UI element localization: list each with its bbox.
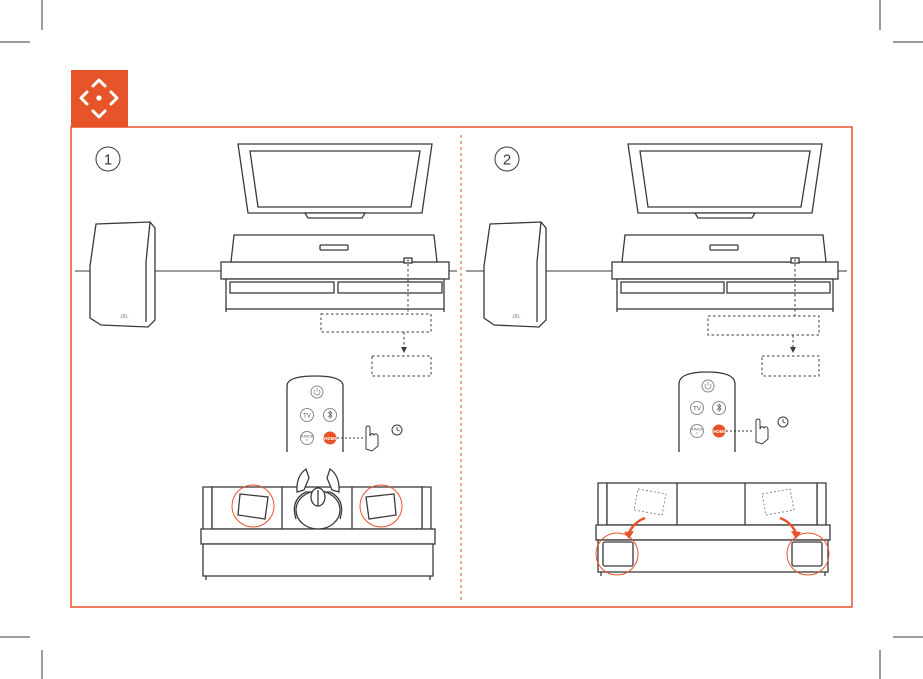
- svg-text:·ᴰ·: ·ᴰ·: [305, 439, 308, 443]
- tv-button[interactable]: TV: [301, 409, 314, 422]
- svg-text:·ᴰ·: ·ᴰ·: [695, 432, 698, 436]
- svg-text:JBL: JBL: [120, 314, 129, 320]
- step-2-badge: 2: [495, 147, 519, 171]
- svg-text:TV: TV: [303, 414, 311, 420]
- step-1-badge: 1: [96, 147, 120, 171]
- room-calibration-icon: [71, 70, 128, 127]
- dolby-atmos-button[interactable]: ATMOS ·ᴰ·: [691, 425, 704, 438]
- hdmi-button[interactable]: HDMI: [324, 432, 337, 445]
- pointing-hand-icon: [366, 426, 378, 451]
- svg-text:HDMI: HDMI: [713, 429, 725, 434]
- power-icon: [311, 386, 323, 398]
- sofa-with-listener: [201, 469, 435, 580]
- subwoofer: JBL: [484, 222, 546, 327]
- tv: [238, 144, 432, 218]
- bluetooth-icon[interactable]: [713, 402, 726, 415]
- tv-stand: [612, 262, 838, 312]
- svg-text:JBL: JBL: [512, 314, 521, 320]
- soundbar: [231, 235, 437, 263]
- soundbar: [622, 235, 826, 263]
- step-2-number: 2: [503, 152, 511, 169]
- step-1-panel: 1 JBL: [75, 144, 457, 580]
- tv-button[interactable]: TV: [691, 402, 704, 415]
- bluetooth-icon[interactable]: [324, 409, 337, 422]
- remote-control: TV ATMOS ·ᴰ· HDMI: [287, 376, 343, 452]
- clock-icon: [778, 417, 788, 427]
- hdmi-button[interactable]: HDMI: [713, 425, 726, 438]
- clock-icon: [392, 425, 402, 435]
- subwoofer: JBL: [90, 222, 155, 327]
- step-2-panel: 2 JBL: [466, 144, 847, 576]
- remote-control: TV ATMOS ·ᴰ· HDMI: [679, 372, 735, 452]
- svg-text:HDMI: HDMI: [324, 436, 336, 441]
- tv: [628, 144, 822, 218]
- svg-text:TV: TV: [693, 407, 701, 413]
- dolby-atmos-button[interactable]: ATMOS ·ᴰ·: [301, 432, 314, 445]
- pointing-hand-icon: [756, 419, 768, 444]
- step-1-number: 1: [104, 152, 112, 169]
- power-icon: [702, 380, 714, 392]
